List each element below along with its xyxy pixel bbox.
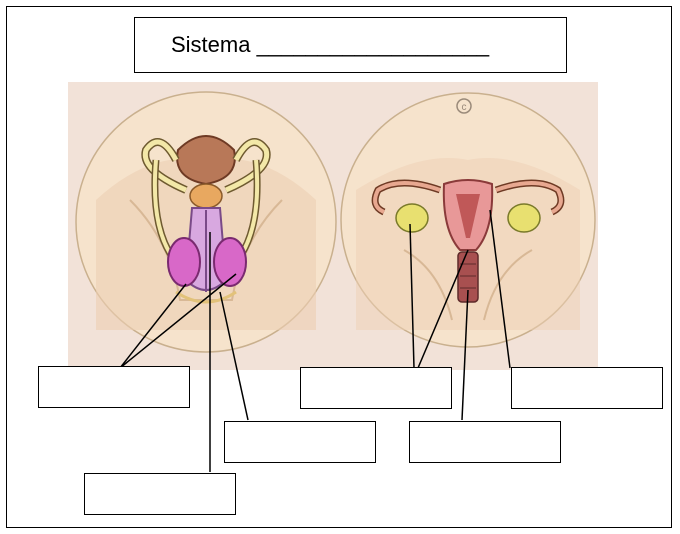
- male-system-diagram: [76, 92, 336, 352]
- label-box-female-2[interactable]: [511, 367, 663, 409]
- female-system-diagram: c: [341, 93, 595, 347]
- label-box-female-3[interactable]: [409, 421, 561, 463]
- label-box-male-3[interactable]: [84, 473, 236, 515]
- label-box-male-1[interactable]: [38, 366, 190, 408]
- label-box-female-1[interactable]: [300, 367, 452, 409]
- corner-mark: c: [462, 102, 467, 113]
- label-box-male-2[interactable]: [224, 421, 376, 463]
